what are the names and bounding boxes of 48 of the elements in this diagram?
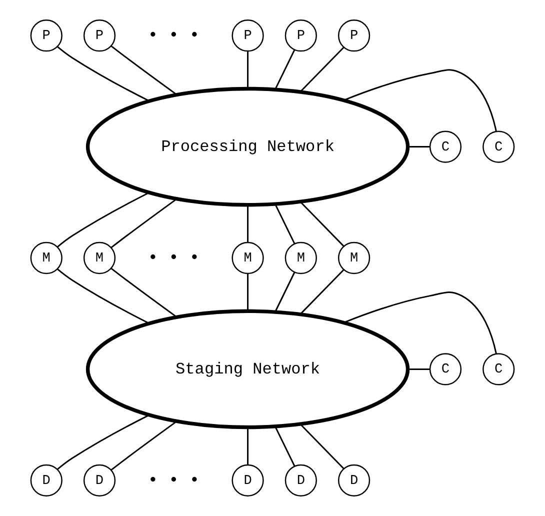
node-circle: P xyxy=(338,20,370,52)
connector xyxy=(57,268,150,324)
connector xyxy=(57,192,150,248)
connector xyxy=(247,427,249,465)
connector xyxy=(57,46,150,102)
node-ellipse: Processing Network xyxy=(86,86,410,207)
connector xyxy=(274,204,296,244)
node-circle: C xyxy=(482,130,515,163)
connector xyxy=(408,368,430,370)
connector xyxy=(110,420,178,471)
node-circle: M xyxy=(284,242,317,274)
node-circle: M xyxy=(232,242,264,274)
node-circle: D xyxy=(232,464,264,496)
connector xyxy=(110,268,178,318)
connector xyxy=(344,292,497,354)
node-circle: D xyxy=(30,464,62,496)
node-circle: D xyxy=(284,464,317,496)
connector xyxy=(247,204,249,242)
node-circle: P xyxy=(284,20,317,52)
connector xyxy=(274,426,296,466)
connector xyxy=(300,201,344,247)
node-circle: P xyxy=(30,20,62,52)
node-circle: C xyxy=(429,130,462,163)
connector xyxy=(57,414,150,470)
node-circle: M xyxy=(338,242,370,274)
connector xyxy=(408,146,430,148)
connector xyxy=(300,269,344,315)
connector xyxy=(110,45,178,96)
label: • • • xyxy=(148,250,200,269)
connector xyxy=(300,46,344,92)
node-circle: C xyxy=(482,353,515,386)
node-circle: P xyxy=(83,20,116,52)
node-circle: D xyxy=(338,464,370,496)
node-circle: D xyxy=(83,464,116,496)
connector xyxy=(300,424,344,470)
node-circle: P xyxy=(232,20,264,52)
connector xyxy=(110,198,178,248)
node-circle: M xyxy=(83,242,116,274)
connector xyxy=(274,49,296,90)
connector xyxy=(247,273,249,311)
node-circle: C xyxy=(429,353,462,386)
connector xyxy=(274,272,296,312)
node-circle: M xyxy=(30,242,62,274)
label: • • • xyxy=(148,27,200,46)
connector xyxy=(344,69,497,132)
label: • • • xyxy=(148,472,200,491)
connector xyxy=(247,51,249,88)
node-ellipse: Staging Network xyxy=(86,309,410,430)
